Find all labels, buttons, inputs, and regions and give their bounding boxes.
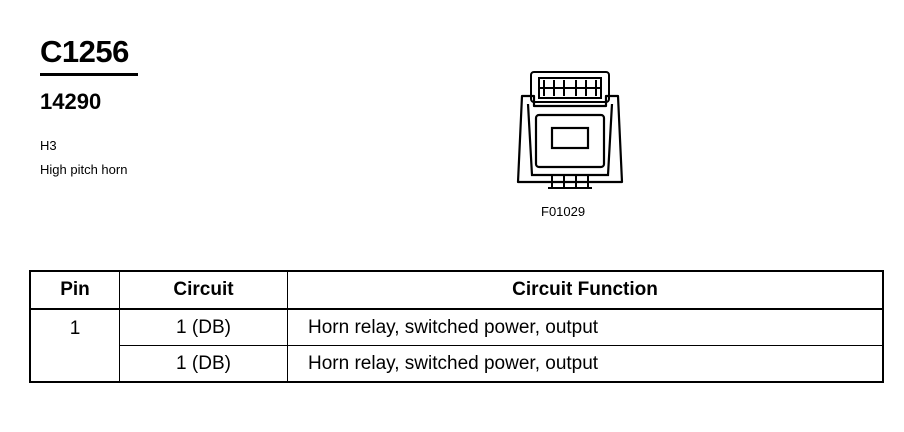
location-code: H3 (40, 138, 57, 153)
figure-reference: F01029 (541, 204, 586, 219)
component-description: High pitch horn (40, 162, 128, 177)
connector-body (516, 94, 624, 184)
connector-feet (548, 175, 592, 189)
table-row: 1 (DB) Horn relay, switched power, outpu… (30, 345, 884, 383)
circuit-function-cell: Horn relay, switched power, output (287, 308, 884, 346)
title-underline (40, 73, 138, 76)
column-header-pin: Pin (29, 270, 120, 310)
connector-face-drawing (516, 71, 624, 189)
circuit-cell: 1 (DB) (119, 308, 288, 346)
column-header-circuit: Circuit (119, 270, 288, 310)
table-header-row: Pin Circuit Circuit Function (29, 270, 884, 310)
table-row: 1 1 (DB) Horn relay, switched power, out… (29, 308, 884, 383)
circuit-cell: 1 (DB) (119, 345, 288, 383)
column-header-circuit-function: Circuit Function (287, 270, 884, 310)
terminal-cavity (550, 126, 590, 150)
pin-cell: 1 (29, 308, 120, 383)
part-number: 14290 (40, 89, 102, 114)
pinout-table: Pin Circuit Circuit Function 1 1 (DB) Ho… (29, 270, 884, 383)
connector-latch (530, 71, 610, 103)
circuit-function-cell: Horn relay, switched power, output (287, 345, 884, 383)
connector-id: C1256 (40, 34, 129, 69)
